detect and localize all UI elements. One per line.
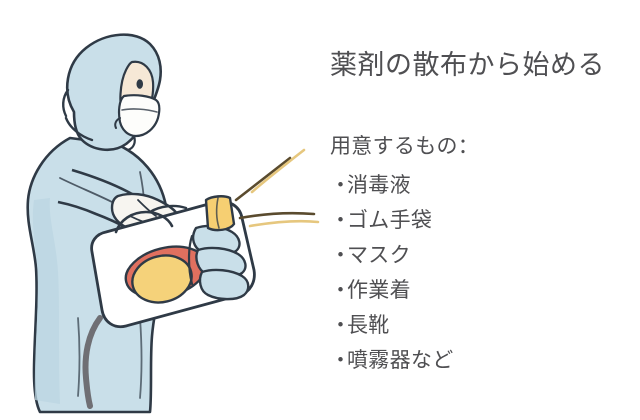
list-item-label: 消毒液	[347, 174, 411, 197]
list-item: ・消毒液	[330, 168, 454, 203]
list-item-label: 長靴	[347, 314, 390, 337]
materials-label: 用意するもの：	[330, 135, 480, 158]
bullet-icon: ・	[330, 314, 352, 337]
eye	[136, 79, 143, 89]
bullet-icon: ・	[330, 279, 352, 302]
spray-line-upper-dark	[234, 156, 292, 202]
list-item-label: ゴム手袋	[347, 209, 433, 232]
nozzle-cap-highlight	[215, 197, 220, 229]
face-mask	[117, 94, 161, 138]
arm-crease	[59, 177, 113, 203]
spray-line-lower-light	[248, 219, 320, 228]
tank-top-edge	[148, 204, 188, 214]
bullet-icon: ・	[330, 244, 352, 267]
list-item-label: マスク	[347, 244, 411, 267]
list-item: ・作業着	[330, 273, 454, 308]
list-item: ・ゴム手袋	[330, 203, 454, 238]
spray-lines	[234, 148, 320, 228]
tank-handle	[114, 210, 174, 234]
jaw-line	[126, 134, 136, 152]
nozzle-cap	[204, 195, 236, 232]
gloved-hand-right	[187, 224, 250, 301]
bullet-icon: ・	[330, 209, 352, 232]
finger-line-1	[137, 199, 157, 217]
page-title: 薬剤の散布から始める	[330, 50, 605, 80]
worker-spraying-illustration	[26, 33, 320, 414]
list-item-label: 噴霧器など	[347, 349, 454, 372]
spray-line-upper-light	[250, 148, 306, 194]
hood-shoulder-crease	[64, 116, 94, 142]
text-column: 薬剤の散布から始める 用意するもの： ・消毒液 ・ゴム手袋 ・マスク ・作業着 …	[328, 0, 640, 420]
suit-shadow	[32, 198, 60, 404]
sprayer-hose	[82, 315, 103, 409]
materials-list: ・消毒液 ・ゴム手袋 ・マスク ・作業着 ・長靴 ・噴霧器など	[330, 168, 454, 378]
tank-label-yellow	[131, 254, 193, 304]
list-item: ・マスク	[330, 238, 454, 273]
grip-knuckle-3	[198, 268, 250, 301]
hood-neck-crease	[62, 88, 70, 118]
list-item-label: 作業着	[347, 279, 411, 302]
list-item: ・噴霧器など	[330, 343, 454, 378]
list-item: ・長靴	[330, 308, 454, 343]
mask-fold-line	[121, 108, 158, 113]
mask-ear-strap	[114, 117, 121, 129]
leg-crease-b	[139, 317, 143, 399]
sprayer-nozzle	[204, 195, 236, 232]
bullet-icon: ・	[330, 174, 352, 197]
leg-crease-a	[77, 317, 81, 397]
thumb	[187, 234, 194, 286]
spray-line-lower-dark	[238, 211, 316, 220]
bullet-icon: ・	[330, 349, 352, 372]
